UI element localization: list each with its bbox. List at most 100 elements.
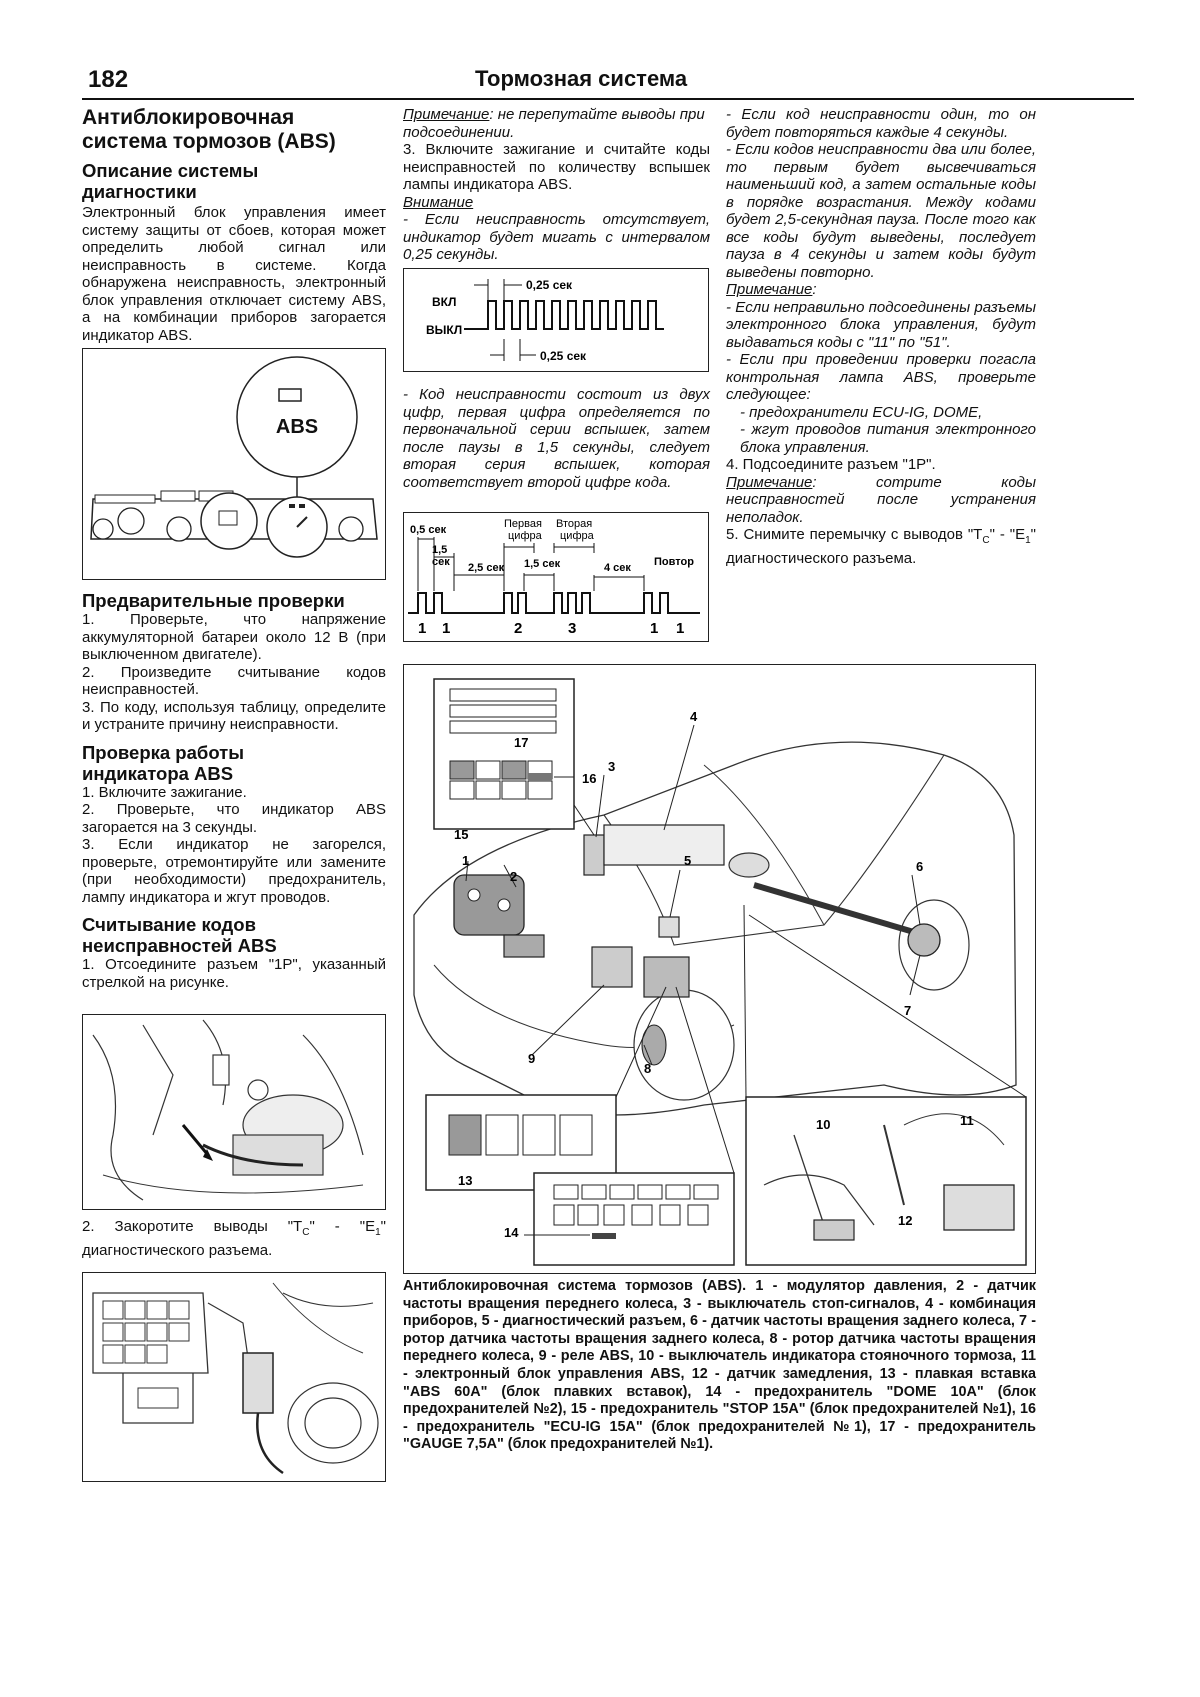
indicator-item-2: 2. Проверьте, что индикатор ABS загорает… [82, 801, 386, 836]
second-digit-1: Вторая [556, 518, 592, 530]
arrow-icon [203, 1149, 213, 1161]
code-digit-4: 3 [568, 620, 576, 637]
callout-16: 16 [582, 771, 596, 786]
wave-off-label: ВЫКЛ [426, 323, 462, 337]
wave-on-label: ВКЛ [432, 295, 456, 309]
pre-check-item-3: 3. По коду, используя таблицу, определит… [82, 698, 386, 734]
note-text: : не перепутайте выводы при подсоединени… [403, 106, 705, 141]
diag-paragraph: Электронный блок управления имеет систем… [82, 204, 386, 344]
diag-connector [591, 946, 633, 988]
callout-9: 9 [528, 1051, 535, 1066]
note-label-2: Примечание [726, 281, 813, 298]
page-header-title: Тормозная система [475, 66, 688, 91]
page-number: 182 [88, 66, 129, 93]
column-1-lower: Предварительные проверки 1. Проверьте, ч… [82, 590, 386, 991]
note-text-3: : сотрите коды неисправностей после устр… [726, 473, 1036, 526]
repeat-label: Повтор [654, 556, 694, 568]
dashboard-drawing: ABS [90, 356, 378, 558]
note-item-4: - жгут проводов питания электронного бло… [740, 421, 1036, 456]
callout-4: 4 [690, 709, 698, 724]
instrument-cluster [603, 824, 725, 866]
diag-connector-block [242, 1352, 274, 1414]
code-digit-5: 1 [650, 620, 658, 637]
column-2: Примечание: не перепутайте выводы при по… [403, 106, 710, 264]
step-3: 3. Включите зажигание и считайте коды не… [403, 141, 710, 193]
pre-check-heading: Предварительные проверки [82, 590, 345, 611]
single-code-note: - Если код неисправности один, то он буд… [726, 106, 1036, 141]
section-title: Антиблокировочная система тормозов (ABS) [82, 106, 386, 154]
callout-8: 8 [644, 1061, 651, 1076]
step-4: 4. Подсоедините разъем "1P". [726, 456, 936, 473]
pre-check-item-1: 1. Проверьте, что напряжение аккумулятор… [82, 611, 386, 663]
callout-15: 15 [454, 827, 468, 842]
read-codes-heading-line1: Считывание кодов [82, 914, 256, 935]
diag-heading-line1: Описание системы [82, 160, 259, 181]
gauge-icon [117, 507, 145, 535]
blink-waveform-figure: ВКЛ ВЫКЛ 0,25 сек 0,25 сек [403, 268, 709, 372]
dashboard-figure: ABS [82, 348, 386, 580]
read-codes-item-2: 2. Закоротите выводы "TC" - "E1" диагнос… [82, 1218, 386, 1259]
gauge-icon-2 [166, 516, 192, 542]
diagnostic-connector-drawing [92, 1282, 379, 1475]
callout-2: 2 [510, 869, 517, 884]
fuse-block-1-inset [433, 678, 575, 830]
callout-1: 1 [462, 853, 469, 868]
timing-05: 0,5 сек [410, 524, 447, 536]
column-3: - Если код неисправности один, то он буд… [726, 106, 1036, 567]
attention-text: - Если неисправность отсутствует, индика… [403, 211, 710, 263]
timing-15b: 1,5 сек [524, 558, 561, 570]
tachometer-icon [200, 492, 258, 550]
code-wave-line [408, 592, 700, 614]
note-item-1: - Если неправильно подсоединены разъемы … [726, 298, 1036, 351]
note-item-3: - предохранители ECU-IG, DOME, [740, 403, 983, 421]
multi-code-note: - Если кодов неисправности два или более… [726, 141, 1036, 281]
callout-5: 5 [684, 853, 691, 868]
callout-3: 3 [608, 759, 615, 774]
timing-4: 4 сек [604, 562, 631, 574]
step-5: 5. Снимите перемычку с выводов "TC" - "E… [726, 526, 1036, 567]
timing-25: 2,5 сек [468, 562, 505, 574]
callout-7: 7 [904, 1003, 911, 1018]
abs-indicator-label: ABS [276, 416, 318, 438]
read-codes-item-1: 1. Отсоедините разъем "1P", указанный ст… [82, 956, 386, 991]
code-digit-3: 2 [514, 620, 522, 637]
timing-15a: 1,5 [432, 544, 447, 556]
pre-check-item-2: 2. Произведите считывание кодов неисправ… [82, 663, 386, 699]
section-title-line1: Антиблокировочная [82, 106, 295, 129]
connector-figure [82, 1014, 386, 1210]
read-codes-heading: Считывание кодов неисправностей ABS [82, 914, 386, 956]
diag-heading: Описание системы диагностики [82, 160, 386, 202]
timing-15a-unit: сек [432, 556, 450, 568]
attention-label: Внимание [403, 193, 474, 211]
code-digit-6: 1 [676, 620, 684, 637]
note-label: Примечание [403, 106, 490, 123]
stop-switch [583, 834, 605, 876]
abs-ecu [943, 1184, 1015, 1231]
wave-line [464, 300, 664, 330]
rear-wheel-sensor [907, 923, 941, 957]
indicator-lamp-icon [278, 388, 302, 402]
indicator-check-heading-line1: Проверка работы [82, 741, 245, 763]
callout-13: 13 [458, 1173, 472, 1188]
section-title-line2: система тормозов (ABS) [82, 130, 336, 153]
callout-10: 10 [816, 1117, 830, 1132]
indicator-check-heading: Проверка работы индикатора ABS [82, 742, 386, 784]
code-timing-chart: 0,5 сек 1,5 сек 2,5 сек Первая цифра Вто… [408, 518, 700, 637]
deceleration-sensor [813, 1219, 855, 1241]
abs-relay [643, 956, 690, 998]
first-digit-1: Первая [504, 518, 542, 530]
diagnostic-connector-figure [82, 1272, 386, 1482]
front-wheel-sensor [503, 934, 545, 958]
first-digit-2: цифра [508, 530, 543, 542]
ecu-inset [745, 1096, 1027, 1266]
indicator-item-1: 1. Включите зажигание. [82, 783, 247, 801]
note-item-2: - Если при проведении проверки погасла к… [726, 351, 1036, 403]
header-rule [82, 98, 1134, 100]
pressure-modulator [453, 874, 525, 936]
code-digit-1: 1 [418, 620, 426, 637]
indicator-check-heading-line2: индикатора ABS [82, 762, 234, 784]
read-codes-heading-line2: неисправностей ABS [82, 935, 277, 956]
callout-6: 6 [916, 859, 923, 874]
